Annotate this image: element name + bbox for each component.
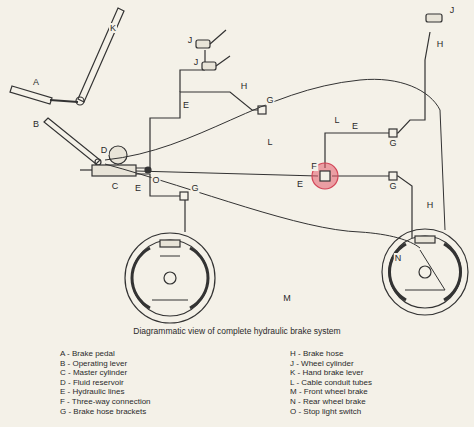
front-hydraulic-lines-part xyxy=(180,192,188,200)
rear-wheel-brake-part xyxy=(415,236,435,243)
key-entry: L - Cable conduit tubes xyxy=(290,378,372,387)
callout-letter: L xyxy=(266,137,273,147)
key-entry: F - Three-way connection xyxy=(60,397,151,406)
cable-conduit-tubes xyxy=(105,79,445,248)
master-cylinder-part xyxy=(80,169,92,170)
key-entry: B - Operating lever xyxy=(60,359,127,368)
brake-pedal-assembly-part xyxy=(10,86,52,104)
cable-conduit-tubes-part xyxy=(105,164,420,248)
front-wheel-cylinders-part xyxy=(210,30,230,66)
callout-letter: H xyxy=(240,81,249,91)
rear-wheel-brake-part xyxy=(382,229,468,315)
callout-letter: J xyxy=(449,5,456,15)
key-entry: M - Front wheel brake xyxy=(290,387,368,396)
callout-letter: K xyxy=(109,23,117,33)
front-wheel-brake-part xyxy=(125,233,215,323)
key-entry: O - Stop light switch xyxy=(290,407,361,416)
brake-pedal-assembly-part xyxy=(76,97,84,105)
front-hydraulic-lines-part xyxy=(180,70,205,92)
callout-letter: J xyxy=(193,57,200,67)
callout-letter: G xyxy=(190,183,199,193)
caption: Diagrammatic view of complete hydraulic … xyxy=(0,326,474,336)
three-way-connection-part xyxy=(320,171,330,181)
key-entry: K - Hand brake lever xyxy=(290,368,363,377)
rear-hydraulic-lines-part xyxy=(426,14,442,22)
key-entry: C - Master cylinder xyxy=(60,368,127,377)
rear-hydraulic-lines-part xyxy=(332,176,412,238)
front-wheel-brake-part xyxy=(164,272,176,284)
brake-pedal-assembly xyxy=(10,8,124,165)
callout-letter: A xyxy=(32,77,40,87)
callout-letter: G xyxy=(265,95,274,105)
front-wheel-brake-part xyxy=(132,240,208,316)
brake-pedal-assembly-part xyxy=(78,8,124,102)
callout-letter: M xyxy=(282,293,292,303)
rear-hydraulic-lines-part xyxy=(389,172,397,180)
callout-letter: E xyxy=(182,100,190,110)
callout-letter: O xyxy=(151,175,160,185)
callout-letter: C xyxy=(111,181,120,191)
rear-wheel-brake-part xyxy=(389,244,406,300)
rear-wheel-brake-part xyxy=(405,250,445,290)
front-wheel-cylinders xyxy=(196,30,230,70)
front-hydraulic-lines-part xyxy=(136,92,262,168)
key-entry: A - Brake pedal xyxy=(60,349,115,358)
front-wheel-cylinders-part xyxy=(202,62,216,70)
callout-letter: E xyxy=(134,183,142,193)
front-wheel-brake-part xyxy=(160,240,180,247)
front-wheel-brake-part xyxy=(190,248,208,308)
key-entry: D - Fluid reservoir xyxy=(60,378,124,387)
callout-letter: E xyxy=(296,179,304,189)
callout-letter: G xyxy=(388,138,397,148)
front-wheel-cylinders-part xyxy=(196,40,210,48)
front-hydraulic-lines xyxy=(136,50,266,232)
front-wheel-brake-part xyxy=(132,248,150,308)
cable-conduit-tubes-part xyxy=(105,79,445,230)
key-entry: E - Hydraulic lines xyxy=(60,387,124,396)
callout-letter: B xyxy=(32,119,40,129)
callout-letter: E xyxy=(351,121,359,131)
master-cylinder-part xyxy=(117,164,118,165)
brake-pedal-assembly-part xyxy=(95,159,101,165)
front-wheel-brake xyxy=(125,233,215,323)
rear-wheel-brake xyxy=(382,229,468,315)
rear-hydraulic-lines xyxy=(136,14,442,238)
callout-letter: G xyxy=(388,181,397,191)
callout-letter: L xyxy=(333,115,340,125)
callout-letter: N xyxy=(394,253,403,263)
rear-wheel-brake-part xyxy=(444,244,461,300)
front-hydraulic-lines-part xyxy=(136,174,185,232)
key-entry: H - Brake hose xyxy=(290,349,343,358)
callout-letter: J xyxy=(187,35,194,45)
rear-wheel-brake-part xyxy=(419,266,431,278)
brake-pedal-assembly-part xyxy=(44,118,100,164)
front-wheel-brake-part xyxy=(152,256,188,300)
callout-letter: H xyxy=(426,200,435,210)
key-entry: J - Wheel cylinder xyxy=(290,359,354,368)
key-entry: G - Brake hose brackets xyxy=(60,407,146,416)
callout-letter: H xyxy=(436,39,445,49)
brake-pedal-assembly-part xyxy=(50,100,78,102)
rear-wheel-brake-part xyxy=(389,236,461,308)
master-cylinder-part xyxy=(109,146,127,164)
rear-hydraulic-lines-part xyxy=(389,129,397,137)
rear-hydraulic-lines-part xyxy=(325,32,430,168)
key-entry: N - Rear wheel brake xyxy=(290,397,366,406)
callout-letter: D xyxy=(100,145,109,155)
rear-hydraulic-lines-part xyxy=(136,171,318,176)
callout-letter: F xyxy=(310,161,318,171)
